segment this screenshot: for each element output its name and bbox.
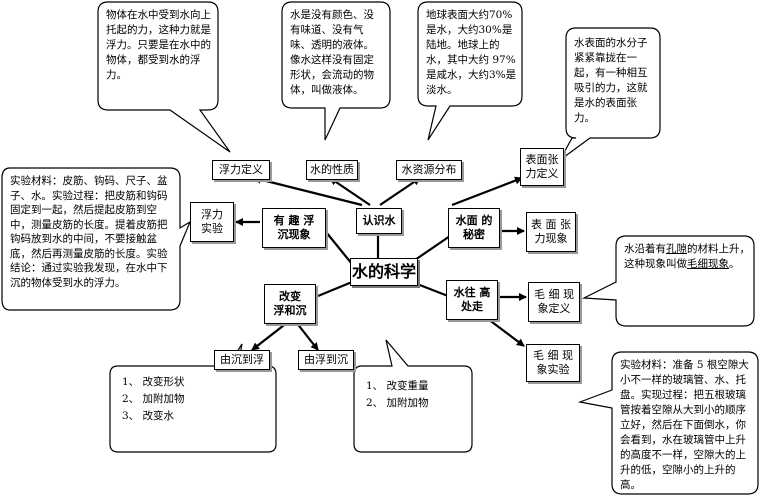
arrow-change-to-float-to-sink (295, 321, 319, 351)
center-node-label: 水的科学 (351, 262, 416, 281)
topic-recognize-water-label: 认识水 (362, 214, 396, 227)
list-item: 1、 改变形状 (122, 376, 185, 388)
subtopic-surface-tension-def: 表面张 力定义 (520, 148, 564, 186)
callout-bubble-surface-tension (559, 27, 661, 161)
line-center-to-rises (411, 280, 449, 298)
callout-bubble-buoyancy-experiment (1, 167, 192, 311)
callout-bubble-buoyancy-def (97, 1, 231, 153)
callout-buoyancy-def: 物体在水中受到水向上托起的力，这种力就是浮力。只要是在水中的物体，都受到水的浮力… (106, 9, 211, 81)
line-center-to-change (317, 280, 353, 298)
topic-surface-secret-label: 水面 的秘密 (455, 214, 493, 241)
subtopic-surface-tension-phenomenon-label: 表 面 张 力现象 (531, 218, 571, 245)
callout-bubble-float-to-sink-list (353, 339, 473, 453)
topic-change-float-sink: 改变 浮和沉 (264, 284, 316, 324)
subtopic-water-distribution-label: 水资源分布 (401, 163, 457, 176)
subtopic-buoyancy-experiment: 浮力 实验 (190, 202, 234, 242)
list-sink-to-float: 1、 改变形状 2、 加附加物 3、 改变水 (122, 374, 185, 425)
subtopic-surface-tension-phenomenon: 表 面 张 力现象 (526, 212, 576, 252)
callout-capillary-def: 水沿着有孔隙的材料上升，这种现象叫做毛细现象。 (624, 242, 750, 272)
callout-capillary-experiment: 实验材料：准备 5 根空隙大小不一样的玻璃管、水、托盘。实现过程：把五根玻璃管按… (620, 359, 749, 491)
list-item: 3、 改变水 (122, 410, 175, 422)
subtopic-capillary-experiment-label: 毛 细 现 象实验 (533, 349, 573, 376)
list-float-to-sink: 1、 改变重量 2、 加附加物 (366, 378, 429, 412)
callout-water-distribution: 地球表面大约70%是水，大约30%是陆地。地球上的水，其中大约 97%是咸水，大… (426, 9, 517, 96)
callout-bubble-sink-to-float-list (109, 343, 277, 453)
callout-capillary-def-part3: 。 (729, 258, 740, 270)
arrow-rises-to-capillary-exp (483, 315, 525, 347)
subtopic-buoyancy-def: 浮力定义 (212, 160, 270, 180)
callout-capillary-def-underline-term: 毛细现象 (687, 258, 729, 270)
subtopic-float-to-sink-label: 由浮到沉 (304, 353, 348, 366)
callout-bubble-capillary-experiment (577, 351, 759, 495)
list-item: 2、 加附加物 (122, 393, 185, 405)
arrow-change-to-sink-to-float (251, 321, 289, 351)
topic-buoyancy-sinking: 有 趣 浮 沉现象 (262, 208, 326, 248)
center-node: 水的科学 (350, 258, 418, 286)
callout-bubble-water-distribution (417, 1, 523, 141)
subtopic-capillary-def-label: 毛 细 现 象定义 (534, 288, 574, 315)
arrow-recognize-to-buoyancy-def (253, 175, 363, 207)
subtopic-water-distribution: 水资源分布 (396, 160, 462, 180)
subtopic-sink-to-float: 由沉到浮 (214, 350, 270, 370)
topic-water-rises: 水往 高处走 (446, 280, 498, 320)
callout-buoyancy-experiment: 实验材料：皮筋、钩码、尺子、盆子、水。实验过程：把皮筋和钩码固定到一起，然后提起… (10, 175, 168, 289)
callout-bubble-capillary-def (581, 235, 755, 327)
arrow-recognize-to-distribution (379, 177, 421, 206)
line-center-to-surface (411, 235, 451, 263)
arrow-recognize-to-water-nature (329, 177, 371, 206)
subtopic-buoyancy-def-label: 浮力定义 (219, 163, 263, 176)
line-center-to-buoyancy (325, 231, 353, 265)
subtopic-sink-to-float-label: 由沉到浮 (220, 353, 264, 366)
subtopic-float-to-sink: 由浮到沉 (298, 350, 354, 370)
subtopic-water-nature: 水的性质 (306, 160, 358, 180)
topic-surface-secret: 水面 的秘密 (448, 208, 500, 248)
topic-buoyancy-sinking-label: 有 趣 浮 沉现象 (273, 214, 315, 241)
subtopic-capillary-def: 毛 细 现 象定义 (528, 282, 580, 322)
topic-water-rises-label: 水往 高处走 (453, 286, 491, 313)
callout-capillary-def-underline-pores: 孔隙 (666, 243, 687, 255)
subtopic-surface-tension-def-label: 表面张 力定义 (525, 153, 559, 180)
callout-water-nature: 水是没有颜色、没有味道、没有气味、透明的液体。像水这样没有固定形状，会流动的物体… (290, 9, 374, 96)
subtopic-capillary-experiment: 毛 细 现 象实验 (526, 344, 580, 382)
list-item: 2、 加附加物 (366, 397, 429, 409)
callout-surface-tension: 水表面的水分子紧紧靠拢在一起，有一种相互吸引的力，这就是水的表面张力。 (574, 37, 648, 124)
subtopic-water-nature-label: 水的性质 (310, 163, 354, 176)
callout-capillary-def-part2: 的材料上升，这种现象叫做 (624, 243, 750, 270)
callout-capillary-def-part1: 水沿着有 (624, 243, 666, 255)
topic-recognize-water: 认识水 (356, 208, 402, 234)
callout-bubble-water-nature (281, 1, 391, 141)
arrow-surface-to-tension-def (451, 176, 523, 207)
topic-change-float-sink-label: 改变 浮和沉 (273, 290, 307, 317)
list-item: 1、 改变重量 (366, 380, 429, 392)
subtopic-buoyancy-experiment-label: 浮力 实验 (201, 208, 223, 235)
